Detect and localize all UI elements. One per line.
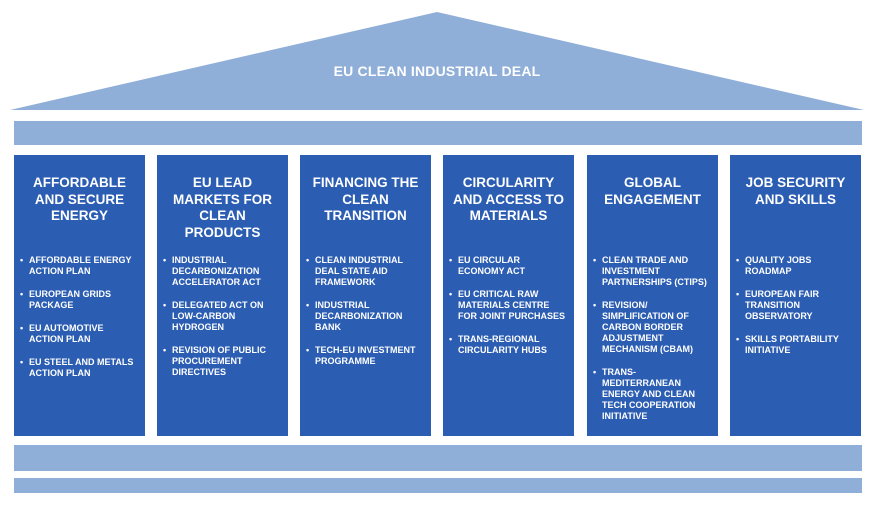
pillar-item-text: TECH-EU INVESTMENT PROGRAMME	[315, 345, 416, 366]
pillar-item: • AFFORDABLE ENERGY ACTION PLAN	[20, 255, 139, 277]
diagram-title: EU CLEAN INDUSTRIAL DEAL	[333, 63, 541, 79]
pillar-item-text: TRANS-MEDITERRANEAN ENERGY AND CLEAN TEC…	[602, 367, 696, 421]
pillar-item-text: EU CRITICAL RAW MATERIALS CENTRE FOR JOI…	[458, 289, 566, 321]
pillar-item-list: • CLEAN INDUSTRIAL DEAL STATE AID FRAMEWO…	[306, 255, 425, 379]
pillar-item: • EU STEEL AND METALS ACTION PLAN	[20, 357, 139, 379]
pillar-item-text: INDUSTRIAL DECARBONIZATION BANK	[315, 300, 403, 332]
pillar-item: • CLEAN INDUSTRIAL DEAL STATE AID FRAMEWO…	[306, 255, 425, 288]
pillar-item-text: EU AUTOMOTIVE ACTION PLAN	[29, 323, 104, 344]
pillar-item: • CLEAN TRADE AND INVESTMENT PARTNERSHIPS…	[593, 255, 712, 288]
pillar-item: • DELEGATED ACT ON LOW-CARBON HYDROGEN	[163, 300, 282, 333]
base-band-upper	[14, 445, 862, 471]
pillar-item: • REVISION OF PUBLIC PROCUREMENT DIRECTIV…	[163, 345, 282, 378]
pillar: EU LEAD MARKETS FOR CLEAN PRODUCTS • INDUS…	[157, 155, 288, 436]
pillar: GLOBAL ENGAGEMENT • CLEAN TRADE AND INVEST…	[587, 155, 718, 436]
pillar: JOB SECURITY AND SKILLS • QUALITY JOBS ROA…	[730, 155, 861, 436]
pillar-item: • TRANS-MEDITERRANEAN ENERGY AND CLEAN TE…	[593, 367, 712, 422]
pillar-item-text: QUALITY JOBS ROADMAP	[745, 255, 812, 276]
pillar-title: CIRCULARITY AND ACCESS TO MATERIALS	[452, 175, 564, 223]
pillar-item-text: EU CIRCULAR ECONOMY ACT	[458, 255, 526, 276]
bullet-icon: •	[449, 255, 453, 265]
bullet-icon: •	[593, 367, 597, 377]
bullet-icon: •	[736, 289, 740, 299]
pillar-title: GLOBAL ENGAGEMENT	[604, 175, 701, 207]
pillar-item-text: TRANS-REGIONAL CIRCULARITY HUBS	[458, 334, 547, 355]
bullet-icon: •	[163, 255, 167, 265]
pillar-item-text: DELEGATED ACT ON LOW-CARBON HYDROGEN	[172, 300, 264, 332]
bullet-icon: •	[163, 345, 167, 355]
pillar-title: FINANCING THE CLEAN TRANSITION	[312, 175, 419, 223]
pillar-item-text: INDUSTRIAL DECARBONIZATION ACCELERATOR A…	[172, 255, 261, 287]
pillar-item: • TECH-EU INVESTMENT PROGRAMME	[306, 345, 425, 367]
pillar-item-text: CLEAN INDUSTRIAL DEAL STATE AID FRAMEWOR…	[315, 255, 403, 287]
bullet-icon: •	[449, 334, 453, 344]
bullet-icon: •	[736, 255, 740, 265]
pillar-item-text: AFFORDABLE ENERGY ACTION PLAN	[29, 255, 132, 276]
pillar-item: • QUALITY JOBS ROADMAP	[736, 255, 855, 277]
pillar-item: • INDUSTRIAL DECARBONIZATION ACCELERATOR …	[163, 255, 282, 288]
roof-pediment	[10, 12, 864, 110]
pillar-item-list: • QUALITY JOBS ROADMAP • EUROPEAN FAIR TRAN…	[736, 255, 855, 368]
pillar-item-list: • EU CIRCULAR ECONOMY ACT • EU CRITICAL RAW…	[449, 255, 568, 368]
bullet-icon: •	[736, 334, 740, 344]
pillar-item-text: REVISION OF PUBLIC PROCUREMENT DIRECTIVE…	[172, 345, 267, 377]
pillar-item: • SKILLS PORTABILITY INITIATIVE	[736, 334, 855, 356]
pillar-item-text: EU STEEL AND METALS ACTION PLAN	[29, 357, 134, 378]
pillar-item-text: SKILLS PORTABILITY INITIATIVE	[745, 334, 839, 355]
pillar: CIRCULARITY AND ACCESS TO MATERIALS • EU C…	[443, 155, 574, 436]
base-band-lower	[14, 478, 862, 493]
pillar: FINANCING THE CLEAN TRANSITION • CLEAN IND…	[300, 155, 431, 436]
pillar-item: • EU AUTOMOTIVE ACTION PLAN	[20, 323, 139, 345]
bullet-icon: •	[306, 255, 310, 265]
entablature-band	[14, 121, 862, 145]
pillar: AFFORDABLE AND SECURE ENERGY • AFFORDABLE …	[14, 155, 145, 436]
pillar-item-list: • INDUSTRIAL DECARBONIZATION ACCELERATOR …	[163, 255, 282, 390]
pillar-item-list: • CLEAN TRADE AND INVESTMENT PARTNERSHIPS…	[593, 255, 712, 434]
bullet-icon: •	[163, 300, 167, 310]
pillar-item-text: EUROPEAN GRIDS PACKAGE	[29, 289, 112, 310]
pillar-item: • REVISION/ SIMPLIFICATION OF CARBON BORD…	[593, 300, 712, 355]
pillar-item-text: EUROPEAN FAIR TRANSITION OBSERVATORY	[745, 289, 820, 321]
bullet-icon: •	[20, 357, 24, 367]
pillar-item: • EUROPEAN FAIR TRANSITION OBSERVATORY	[736, 289, 855, 322]
bullet-icon: •	[20, 289, 24, 299]
pillar-title: AFFORDABLE AND SECURE ENERGY	[33, 175, 126, 223]
bullet-icon: •	[593, 300, 597, 310]
bullet-icon: •	[449, 289, 453, 299]
pillar-item-list: • AFFORDABLE ENERGY ACTION PLAN • EUROPEAN …	[20, 255, 139, 391]
bullet-icon: •	[306, 300, 310, 310]
pillar-title: EU LEAD MARKETS FOR CLEAN PRODUCTS	[173, 175, 272, 240]
pillar-item: • TRANS-REGIONAL CIRCULARITY HUBS	[449, 334, 568, 356]
pillar-item: • EU CRITICAL RAW MATERIALS CENTRE FOR JO…	[449, 289, 568, 322]
pillar-title: JOB SECURITY AND SKILLS	[745, 175, 846, 207]
pillar-item: • INDUSTRIAL DECARBONIZATION BANK	[306, 300, 425, 333]
pillar-item-text: CLEAN TRADE AND INVESTMENT PARTNERSHIPS …	[602, 255, 707, 287]
bullet-icon: •	[20, 323, 24, 333]
pillar-item: • EUROPEAN GRIDS PACKAGE	[20, 289, 139, 311]
pillar-item: • EU CIRCULAR ECONOMY ACT	[449, 255, 568, 277]
pillar-item-text: REVISION/ SIMPLIFICATION OF CARBON BORDE…	[602, 300, 693, 354]
bullet-icon: •	[20, 255, 24, 265]
bullet-icon: •	[306, 345, 310, 355]
bullet-icon: •	[593, 255, 597, 265]
